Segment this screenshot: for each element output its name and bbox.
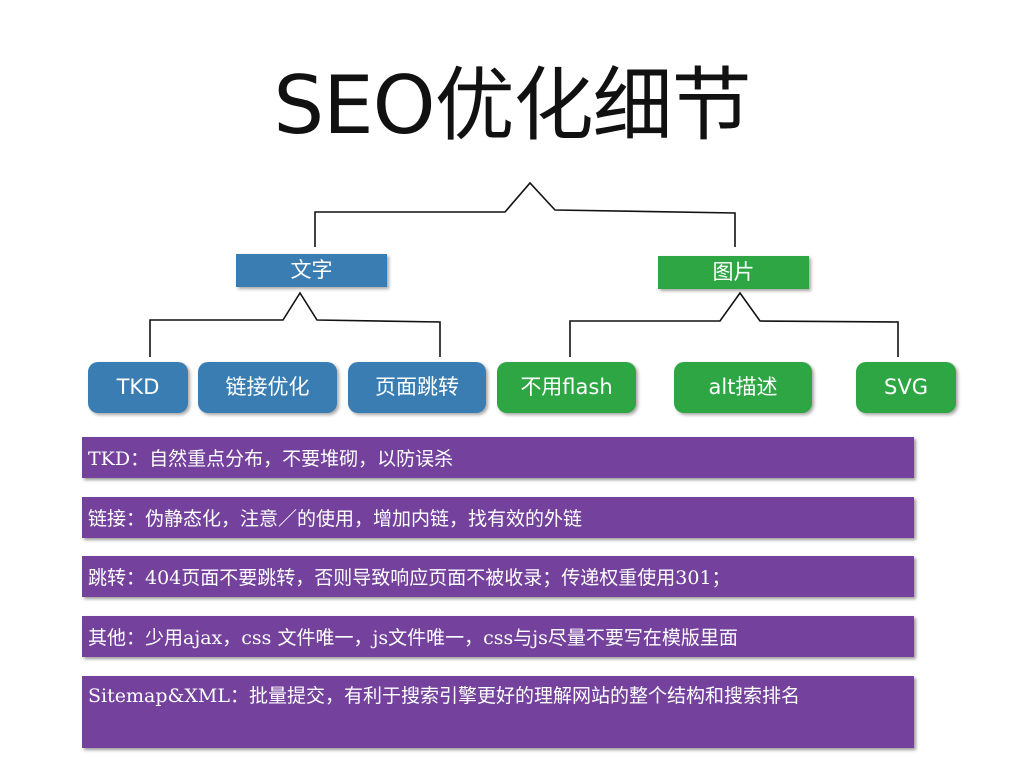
item-page-redirect: 页面跳转	[348, 362, 486, 413]
note-tkd: TKD：自然重点分布，不要堆砌，以防误杀	[82, 437, 914, 478]
item-svg: SVG	[856, 362, 956, 413]
page-title: SEO优化细节	[273, 59, 751, 152]
item-alt-desc: alt描述	[674, 362, 812, 413]
note-redirect: 跳转：404页面不要跳转，否则导致响应页面不被收录；传递权重使用301；	[82, 556, 914, 597]
note-links: 链接：伪静态化，注意／的使用，增加内链，找有效的外链	[82, 497, 914, 538]
text-branch-connector	[149, 291, 441, 357]
category-text: 文字	[236, 254, 387, 287]
item-no-flash: 不用flash	[497, 362, 636, 413]
note-sitemap: Sitemap&XML：批量提交，有利于搜索引擎更好的理解网站的整个结构和搜索排…	[82, 676, 914, 748]
root-connector	[314, 181, 736, 247]
item-tkd: TKD	[88, 362, 188, 413]
image-branch-connector	[569, 291, 899, 357]
item-link-optimization: 链接优化	[198, 362, 337, 413]
category-image: 图片	[658, 256, 809, 289]
note-other: 其他：少用ajax，css 文件唯一，js文件唯一，css与js尽量不要写在模版…	[82, 616, 914, 657]
